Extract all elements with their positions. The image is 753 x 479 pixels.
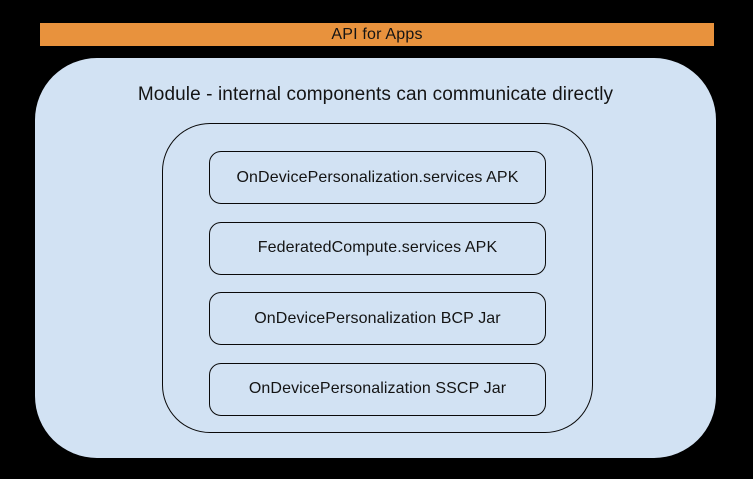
api-for-apps-banner: API for Apps (40, 23, 714, 46)
component-box-odp-bcp-jar: OnDevicePersonalization BCP Jar (209, 292, 546, 345)
module-title: Module - internal components can communi… (137, 84, 614, 105)
component-box-federatedcompute-services-apk: FederatedCompute.services APK (209, 221, 546, 275)
component-label-federatedcompute-services-apk: FederatedCompute.services APK (257, 239, 498, 256)
component-label-odp-services-apk: OnDevicePersonalization.services APK (236, 168, 519, 186)
component-box-odp-sscp-jar: OnDevicePersonalization SSCP Jar (209, 362, 546, 416)
component-label-odp-bcp-jar: OnDevicePersonalization BCP Jar (254, 309, 501, 327)
api-for-apps-label: API for Apps (331, 25, 423, 43)
module-inner-boundary: OnDevicePersonalization.services APK Fed… (162, 123, 593, 433)
component-label-odp-sscp-jar: OnDevicePersonalization SSCP Jar (248, 380, 507, 397)
module-container: Module - internal components can communi… (35, 58, 716, 458)
component-box-odp-services-apk: OnDevicePersonalization.services APK (209, 151, 546, 204)
